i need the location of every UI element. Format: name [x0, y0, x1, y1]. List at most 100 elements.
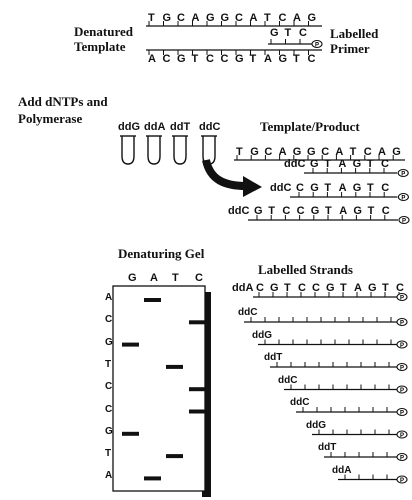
label-icon-letter: P: [401, 196, 405, 202]
base-letter: G: [307, 146, 316, 158]
tube-icon: [147, 136, 161, 165]
base-letter: G: [254, 205, 263, 217]
base-letter: G: [352, 182, 362, 194]
base-letter: G: [310, 158, 319, 170]
label-icon-letter: P: [401, 172, 405, 178]
gel-row-label: C: [105, 403, 113, 415]
gel-band: [166, 454, 183, 459]
gel-row-label: G: [105, 425, 113, 437]
base-letter: A: [339, 205, 348, 217]
labelled-strand-ddn: ddC: [238, 307, 258, 318]
terminator-label: ddC: [270, 182, 292, 194]
base-letter: C: [299, 27, 307, 39]
base-letter: A: [264, 53, 272, 65]
base-letter: G: [352, 158, 362, 170]
tube-label-dda: ddA: [144, 121, 166, 133]
base-letter: C: [264, 146, 273, 158]
gel-lane-c: C: [195, 272, 203, 284]
base-letter: G: [292, 146, 302, 158]
gel-row-label: G: [105, 336, 113, 348]
labelled-primer-line2: Primer: [330, 41, 370, 56]
base-letter: A: [335, 146, 344, 158]
labelled-primer-label: Labelled Primer: [330, 26, 378, 56]
tube-icon: [121, 136, 135, 165]
base-letter: C: [206, 53, 214, 65]
base-letter: T: [324, 182, 332, 194]
product-label-icon: [398, 215, 410, 225]
gel-row-label: A: [105, 292, 113, 303]
base-letter: G: [235, 53, 244, 65]
base-letter: G: [353, 205, 362, 217]
base-letter: C: [220, 53, 229, 65]
base-letter: C: [396, 282, 404, 294]
base-letter: C: [298, 282, 306, 294]
base-letter: G: [270, 282, 279, 294]
terminator-label: ddC: [228, 205, 250, 217]
add-dntps-line1: Add dNTPs and: [18, 94, 108, 109]
base-letter: G: [278, 53, 288, 65]
base-letter: A: [354, 282, 362, 294]
gel-band: [144, 298, 161, 302]
gel-row-label: T: [105, 448, 112, 460]
label-icon-letter: P: [315, 43, 319, 49]
base-letter: T: [284, 282, 291, 294]
base-letter: C: [363, 146, 372, 158]
base-letter: C: [321, 146, 330, 158]
base-letter: T: [367, 182, 374, 194]
labelled-strands-title: Labelled Strands: [258, 262, 353, 277]
labelled-label-icon: [396, 362, 408, 372]
base-letter: A: [148, 53, 156, 65]
base-letter: C: [381, 205, 390, 217]
base-letter: A: [278, 146, 287, 158]
gel-band: [189, 409, 206, 414]
base-letter: T: [284, 27, 292, 39]
base-letter: T: [382, 282, 389, 294]
base-letter: T: [366, 158, 374, 170]
labelled-label-icon: [396, 317, 408, 327]
base-letter: G: [162, 12, 172, 24]
base-letter: T: [349, 146, 357, 158]
denatured-label-line1: Denatured: [74, 24, 133, 39]
tube-label-ddc: ddC: [199, 121, 221, 133]
label-icon-letter: P: [402, 219, 406, 225]
product-label-icon: [397, 168, 409, 178]
gel-shadow-corner: [205, 490, 211, 497]
base-letter: C: [282, 205, 291, 217]
gel-lane-t: T: [172, 272, 179, 284]
base-letter: C: [235, 12, 243, 24]
base-letter: C: [278, 12, 287, 24]
base-letter: A: [338, 182, 347, 194]
label-icon-letter: P: [400, 343, 404, 349]
label-icon-letter: P: [400, 388, 404, 394]
terminator-label: ddC: [284, 158, 306, 170]
labelled-label-icon: [396, 430, 408, 439]
base-letter: A: [338, 158, 347, 170]
gel-title: Denaturing Gel: [118, 246, 205, 261]
base-letter: T: [324, 158, 331, 170]
base-letter: G: [270, 27, 279, 39]
base-letter: T: [293, 53, 300, 65]
base-letter: T: [148, 12, 155, 24]
gel-band: [144, 476, 161, 481]
add-dntps-line2: Polymerase: [18, 111, 83, 126]
base-letter: G: [310, 182, 319, 194]
gel-shadow: [202, 292, 211, 497]
labelled-strand-ddn: ddG: [306, 419, 326, 431]
denatured-label: Denatured Template: [74, 24, 133, 54]
product-label-icon: [397, 192, 409, 202]
base-letter: T: [325, 205, 332, 217]
base-letter: G: [206, 12, 215, 24]
label-icon-letter: P: [400, 456, 404, 462]
base-letter: A: [191, 12, 200, 24]
label-icon-letter: P: [400, 433, 404, 439]
base-letter: C: [162, 53, 171, 65]
base-letter: G: [326, 282, 335, 294]
label-icon-letter: P: [400, 296, 404, 302]
labelled-label-icon: [396, 452, 408, 462]
gel-row-label: T: [105, 358, 112, 370]
base-letter: C: [256, 282, 264, 294]
reaction-arrow: [202, 158, 247, 190]
template-product-title: Template/Product: [260, 119, 360, 134]
labelled-label-icon: [396, 292, 408, 302]
